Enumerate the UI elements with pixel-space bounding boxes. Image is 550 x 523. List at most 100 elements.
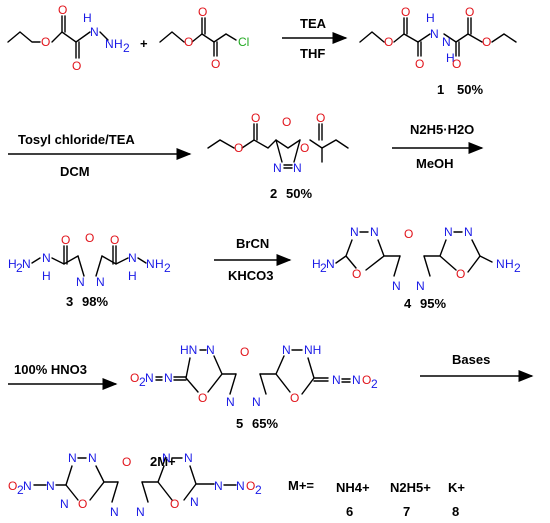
svg-text:O: O (198, 5, 207, 19)
cation-7-formula: N2H5+ (390, 480, 431, 495)
reagent-step3-top: N2H5·H2O (410, 122, 474, 137)
ethyl-chlorooxoacetate: O O O Cl (159, 5, 249, 71)
svg-text:2: 2 (255, 483, 262, 497)
svg-text:N: N (46, 479, 55, 493)
cation-8-formula: K+ (448, 480, 465, 495)
svg-text:N: N (76, 275, 85, 289)
svg-text:O: O (482, 35, 491, 49)
svg-text:N: N (68, 451, 77, 465)
svg-text:N: N (206, 343, 215, 357)
svg-text:N: N (42, 251, 51, 265)
svg-text:N: N (60, 497, 69, 511)
svg-text:O: O (8, 479, 17, 493)
svg-text:O: O (352, 267, 361, 281)
svg-text:N: N (90, 25, 99, 39)
svg-text:N: N (273, 161, 282, 175)
svg-text:N: N (444, 225, 453, 239)
compound-5-yield: 65% (252, 416, 278, 431)
svg-text:O: O (110, 233, 119, 247)
compound-1-structure: O O O N H N H O O O (359, 5, 517, 71)
reagent-step1-top: TEA (300, 16, 327, 31)
svg-text:N: N (23, 479, 32, 493)
compound-5-number: 5 (236, 416, 243, 431)
svg-text:N: N (164, 371, 173, 385)
svg-text:N: N (162, 451, 171, 465)
svg-text:N: N (282, 343, 291, 357)
svg-text:O: O (404, 227, 413, 241)
svg-text:O: O (415, 57, 424, 71)
reagent-step5-top: 100% HNO3 (14, 362, 87, 377)
reagent-step2-top: Tosyl chloride/TEA (18, 132, 135, 147)
svg-text:2: 2 (514, 261, 521, 275)
svg-text:N: N (370, 225, 379, 239)
svg-text:N: N (22, 257, 31, 271)
svg-text:O: O (41, 35, 50, 49)
svg-text:O: O (290, 391, 299, 405)
reagent-step3-bottom: MeOH (416, 156, 454, 171)
svg-text:H: H (8, 257, 17, 271)
svg-text:O: O (456, 267, 465, 281)
svg-text:O: O (211, 57, 220, 71)
svg-text:O: O (282, 115, 291, 129)
svg-text:N: N (214, 479, 223, 493)
svg-text:H: H (505, 257, 514, 271)
svg-text:N: N (128, 251, 137, 265)
svg-text:O: O (246, 479, 255, 493)
svg-text:H: H (128, 269, 137, 283)
reagent-step1-bottom: THF (300, 46, 325, 61)
svg-text:N: N (430, 27, 439, 41)
compound-1-yield: 50% (457, 82, 483, 97)
salt-anion-structure: O 2 N N N N N O O N N N N O N N N O 2 (8, 451, 262, 519)
svg-text:O: O (198, 391, 207, 405)
svg-text:N: N (146, 257, 155, 271)
svg-text:O: O (78, 497, 87, 511)
svg-text:N: N (442, 35, 451, 49)
svg-text:N: N (464, 225, 473, 239)
svg-text:N: N (236, 479, 245, 493)
svg-text:2: 2 (320, 261, 327, 275)
svg-text:O: O (58, 3, 67, 17)
svg-text:N: N (110, 505, 119, 519)
svg-text:O: O (251, 111, 260, 125)
cation-7-number: 7 (403, 504, 410, 519)
compound-3-structure: H 2 N N H O O N N O N H N H 2 (8, 231, 171, 289)
compound-3-number: 3 (66, 294, 73, 309)
svg-text:H: H (312, 257, 321, 271)
svg-text:H: H (114, 37, 123, 51)
svg-text:O: O (300, 141, 309, 155)
svg-text:N: N (184, 451, 193, 465)
svg-text:2: 2 (371, 377, 378, 391)
cation-8-number: 8 (452, 504, 459, 519)
svg-text:2: 2 (164, 261, 171, 275)
compound-4-structure: H 2 N N N O O N N N N O N H 2 (312, 225, 521, 293)
svg-text:O: O (452, 57, 461, 71)
svg-text:O: O (401, 5, 410, 19)
svg-text:H: H (83, 11, 92, 25)
svg-text:O: O (85, 231, 94, 245)
svg-text:N: N (332, 373, 341, 387)
counter-ion-label: 2M+ (150, 454, 176, 469)
svg-text:N: N (496, 257, 505, 271)
svg-text:O: O (465, 5, 474, 19)
svg-text:N: N (226, 395, 235, 409)
svg-text:O: O (384, 35, 393, 49)
svg-text:H: H (426, 11, 435, 25)
svg-text:N: N (136, 505, 145, 519)
svg-text:NH: NH (304, 343, 321, 357)
svg-text:O: O (170, 497, 179, 511)
svg-text:O: O (184, 35, 193, 49)
svg-text:N: N (352, 373, 361, 387)
svg-text:H: H (42, 269, 51, 283)
compound-5-structure: O 2 N N HN N O O N N N NH O N N O 2 (130, 343, 378, 409)
svg-text:O: O (72, 59, 81, 73)
cation-6-formula: NH4+ (336, 480, 370, 495)
svg-text:N: N (145, 371, 154, 385)
svg-text:O: O (122, 455, 131, 469)
svg-text:N: N (416, 279, 425, 293)
svg-text:N: N (392, 279, 401, 293)
svg-text:O: O (240, 345, 249, 359)
svg-text:O: O (130, 371, 139, 385)
ethyl-hydrazinyl-oxoacetate: O O O N H N H 2 (7, 3, 130, 73)
reagent-step4-bottom: KHCO3 (228, 268, 274, 283)
